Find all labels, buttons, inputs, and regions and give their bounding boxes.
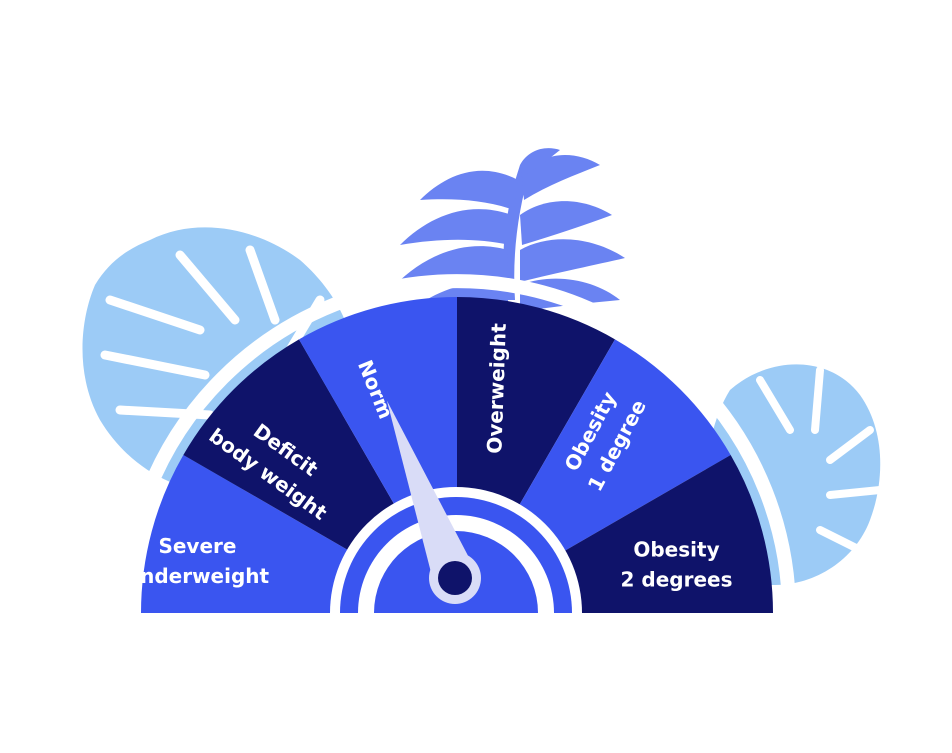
gauge-needle [386, 400, 481, 604]
gauge-segments [141, 297, 773, 613]
label-line: underweight [126, 564, 270, 588]
segment-overweight [457, 297, 615, 511]
label-line: Severe [158, 534, 236, 558]
label-line: 2 degrees [620, 568, 732, 592]
label-severe-underweight: Severe underweight [126, 534, 270, 588]
label-line: Obesity [633, 538, 719, 562]
segment-obesity-2-degrees [559, 455, 773, 613]
segment-severe-underweight [141, 455, 355, 613]
segment-deficit-body-weight [183, 339, 398, 554]
label-line: Overweight [482, 322, 511, 454]
segment-obesity-1-degree [516, 339, 731, 554]
segment-norm [299, 297, 457, 511]
label-obesity-2-degrees: Obesity 2 degrees [620, 538, 732, 592]
leaves-decoration [82, 148, 884, 585]
label-overweight: Overweight [482, 322, 511, 454]
gauge-halo-ring [118, 274, 796, 614]
